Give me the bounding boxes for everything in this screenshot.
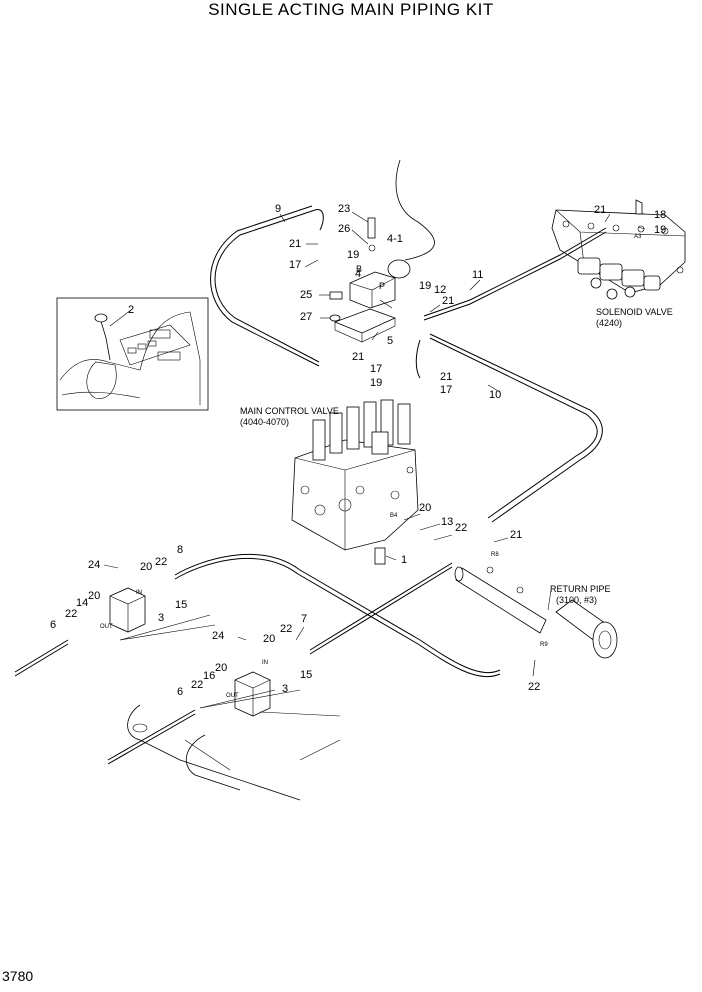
part-label: 7 [301, 613, 307, 625]
part-label: 17 [370, 363, 382, 375]
part-label: 22 [455, 522, 467, 534]
main-control-valve-caption: MAIN CONTROL VALVE [240, 406, 339, 416]
part-label: 16 [203, 670, 215, 682]
part-label: 6 [177, 686, 183, 698]
main-control-valve [291, 399, 419, 565]
solenoid-valve-ref: (4240) [596, 318, 622, 328]
return-pipe-ref: (3100, #3) [556, 595, 597, 605]
port-mark: B4 [390, 513, 398, 519]
page-number: 3780 [2, 968, 34, 984]
part-number-labels: 9 23 26 4-1 21 19 17 4 25 27 5 21 17 19 … [50, 203, 666, 698]
main-control-valve-ref: (4040-4070) [240, 417, 289, 427]
part-label: 22 [191, 679, 203, 691]
part-label: 17 [289, 259, 301, 271]
return-pipe-caption: RETURN PIPE [550, 584, 611, 594]
part-label: 4-1 [387, 233, 403, 245]
part-label: 22 [280, 623, 292, 635]
part-label: 24 [212, 630, 224, 642]
part-label: 19 [370, 377, 382, 389]
part-label: 20 [88, 590, 100, 602]
port-mark: R9 [540, 642, 548, 648]
part-label: 10 [489, 389, 501, 401]
part-label: 9 [275, 203, 281, 215]
part-label: 22 [528, 681, 540, 693]
part-label: 14 [76, 597, 88, 609]
solenoid-valve-caption: SOLENOID VALVE [596, 307, 673, 317]
pilot-valve-group [329, 159, 435, 343]
part-label: 21 [352, 351, 364, 363]
port-mark: A3 [634, 234, 642, 240]
part-label: 21 [442, 295, 454, 307]
part-label: 2 [128, 304, 134, 316]
callout-captions: MAIN CONTROL VALVE (4040-4070) SOLENOID … [240, 307, 673, 605]
part-label: 19 [347, 249, 359, 261]
part-label: 21 [594, 204, 606, 216]
return-pipe [454, 566, 618, 659]
part-label: 11 [472, 269, 483, 281]
part-label: 15 [175, 599, 187, 611]
part-label: 6 [50, 619, 56, 631]
part-label: 23 [338, 203, 350, 215]
part-label: 12 [434, 284, 446, 296]
part-label: 3 [158, 612, 164, 624]
lower-valve-blocks [109, 587, 341, 801]
part-label: 19 [419, 280, 431, 292]
part-label: 19 [654, 224, 666, 236]
part-label: 21 [440, 371, 452, 383]
port-mark: OUT [226, 693, 239, 699]
part-label: 3 [282, 683, 288, 695]
part-label: 5 [387, 335, 393, 347]
part-label: 20 [215, 662, 227, 674]
port-mark: P [379, 281, 385, 291]
part-label: 22 [155, 556, 167, 568]
part-label: 24 [88, 559, 100, 571]
part-label: 4 [355, 268, 361, 280]
part-label: 8 [177, 544, 183, 556]
part-label: 17 [440, 384, 452, 396]
part-label: 26 [338, 223, 350, 235]
port-mark: OUT [100, 624, 113, 630]
cab-control-inset [56, 297, 209, 411]
part-label: 18 [654, 209, 666, 221]
part-label: 13 [441, 516, 453, 528]
part-label: 21 [289, 238, 301, 250]
part-label: 20 [263, 633, 275, 645]
port-marks: B P A3 B4 R8 R9 IN OUT IN OUT [100, 234, 642, 699]
hose-lines [14, 205, 607, 765]
part-label: 20 [419, 502, 431, 514]
port-mark: IN [136, 590, 142, 596]
port-mark: R8 [491, 552, 499, 558]
part-label: 1 [401, 554, 407, 566]
solenoid-valve [551, 199, 686, 300]
page-title: SINGLE ACTING MAIN PIPING KIT [208, 0, 494, 19]
part-label: 15 [300, 669, 312, 681]
port-mark: B [356, 264, 362, 274]
part-label: 27 [300, 311, 312, 323]
port-mark: IN [262, 660, 268, 666]
leader-lines [103, 211, 646, 677]
part-label: 21 [510, 529, 522, 541]
part-label: 20 [140, 561, 152, 573]
part-label: 22 [65, 608, 77, 620]
part-label: 25 [300, 289, 312, 301]
